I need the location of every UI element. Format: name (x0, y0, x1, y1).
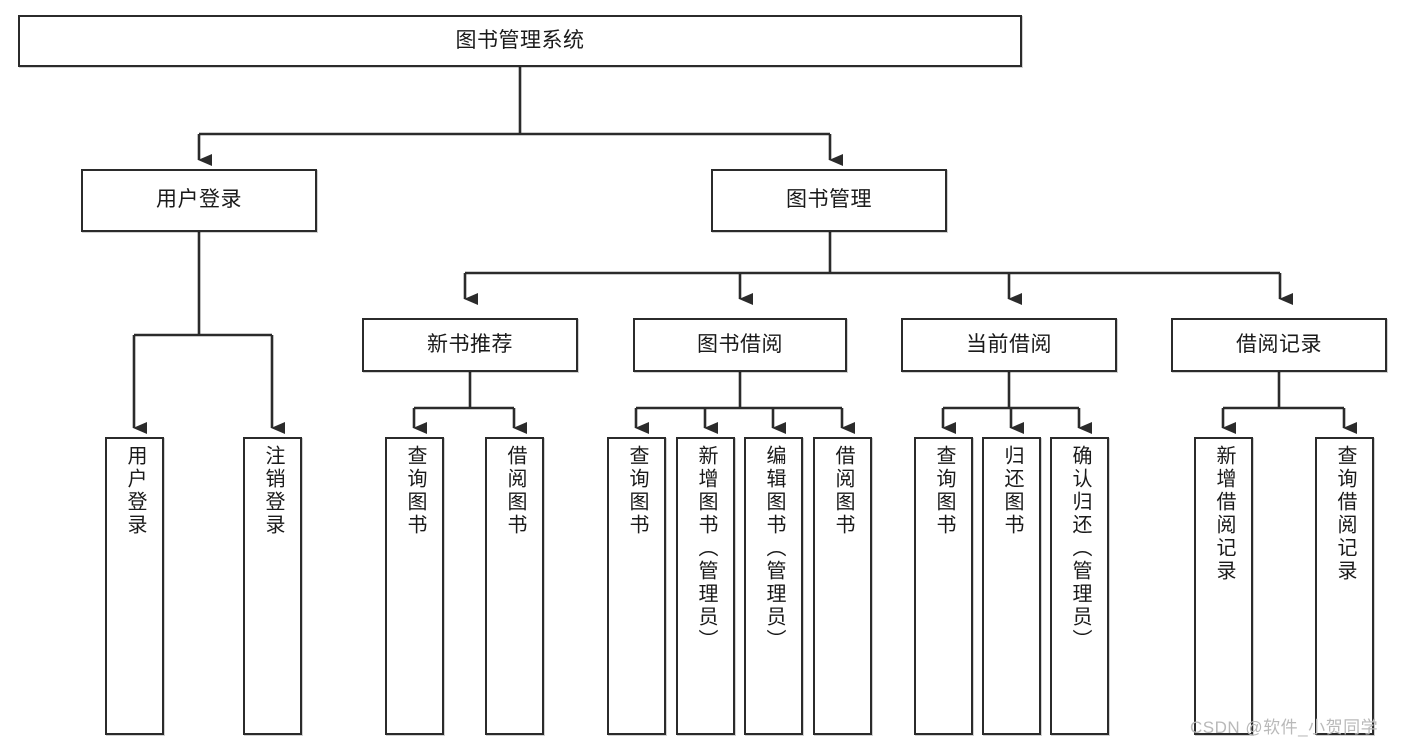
node-leaf-logout-label: 注销登录 (262, 445, 284, 537)
node-leaf-query-record-label: 查询借阅记录 (1334, 445, 1356, 583)
node-leaf-query-book-2-label: 查询图书 (626, 445, 648, 537)
node-root[interactable]: 图书管理系统 (18, 15, 1022, 67)
node-borrow-record-label: 借阅记录 (1236, 332, 1322, 356)
node-leaf-borrow-book-1[interactable]: 借阅图书 (485, 437, 544, 735)
node-leaf-add-record[interactable]: 新增借阅记录 (1194, 437, 1253, 735)
node-user-login[interactable]: 用户登录 (81, 169, 317, 232)
node-book-manage-label: 图书管理 (786, 188, 872, 212)
node-leaf-query-book-3-label: 查询图书 (933, 445, 955, 537)
node-leaf-confirm-return[interactable]: 确认归还（管理员） (1050, 437, 1109, 735)
node-leaf-edit-book-label: 编辑图书（管理员） (763, 445, 785, 652)
node-leaf-user-login-label: 用户登录 (124, 445, 146, 537)
node-leaf-borrow-book-2-label: 借阅图书 (832, 445, 854, 537)
csdn-watermark: CSDN @软件_小贺同学 (1190, 718, 1379, 737)
node-leaf-query-book-2[interactable]: 查询图书 (607, 437, 666, 735)
node-leaf-borrow-book-2[interactable]: 借阅图书 (813, 437, 872, 735)
node-user-login-label: 用户登录 (156, 188, 242, 212)
node-new-book-rec[interactable]: 新书推荐 (362, 318, 578, 372)
node-borrow-record[interactable]: 借阅记录 (1171, 318, 1387, 372)
node-leaf-add-book[interactable]: 新增图书（管理员） (676, 437, 735, 735)
node-leaf-return-book[interactable]: 归还图书 (982, 437, 1041, 735)
node-leaf-add-record-label: 新增借阅记录 (1213, 445, 1235, 583)
node-leaf-add-book-label: 新增图书（管理员） (695, 445, 717, 652)
node-leaf-logout[interactable]: 注销登录 (243, 437, 302, 735)
node-book-borrow-label: 图书借阅 (697, 332, 783, 356)
node-leaf-return-book-label: 归还图书 (1001, 445, 1023, 537)
node-current-borrow-label: 当前借阅 (966, 332, 1052, 356)
node-root-label: 图书管理系统 (455, 28, 585, 52)
node-leaf-confirm-return-label: 确认归还（管理员） (1069, 445, 1091, 652)
node-leaf-query-record[interactable]: 查询借阅记录 (1315, 437, 1374, 735)
node-leaf-query-book-3[interactable]: 查询图书 (914, 437, 973, 735)
node-leaf-edit-book[interactable]: 编辑图书（管理员） (744, 437, 803, 735)
node-leaf-query-book-1-label: 查询图书 (404, 445, 426, 537)
node-new-book-rec-label: 新书推荐 (427, 332, 513, 356)
node-leaf-query-book-1[interactable]: 查询图书 (385, 437, 444, 735)
node-book-manage[interactable]: 图书管理 (711, 169, 947, 232)
node-leaf-user-login[interactable]: 用户登录 (105, 437, 164, 735)
node-leaf-borrow-book-1-label: 借阅图书 (504, 445, 526, 537)
node-book-borrow[interactable]: 图书借阅 (633, 318, 847, 372)
node-current-borrow[interactable]: 当前借阅 (901, 318, 1117, 372)
